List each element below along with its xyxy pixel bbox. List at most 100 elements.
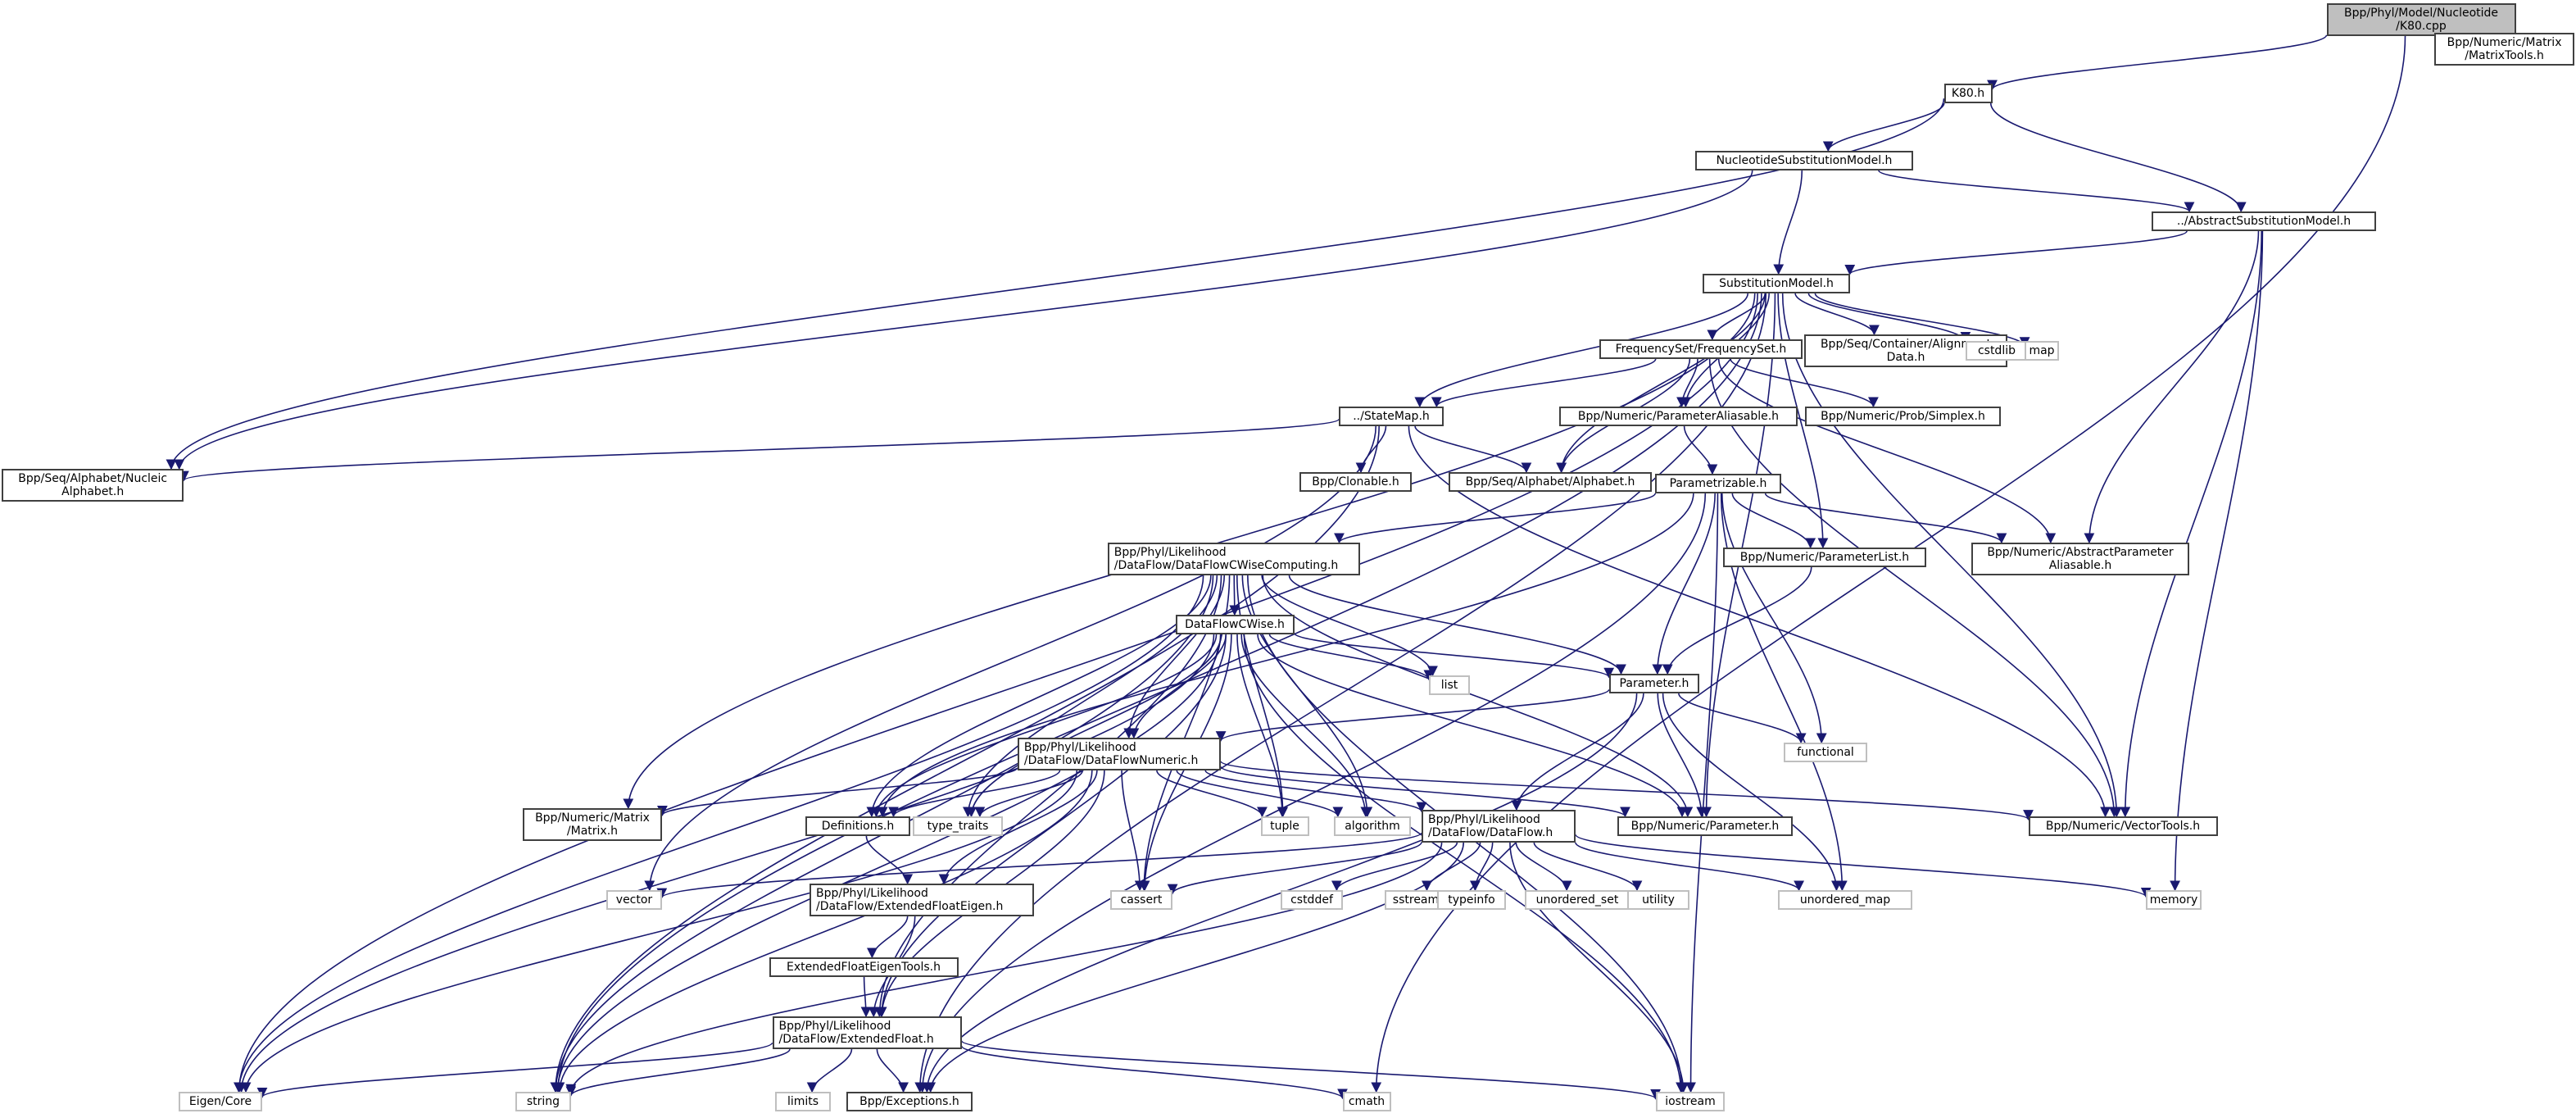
edge-dfnumeric-to-dataflow — [1204, 770, 1427, 813]
edge-dfnumeric-to-definitions — [888, 770, 1061, 818]
edge-dfnumeric-to-vectortools — [1220, 761, 2034, 820]
edge-subst-to-aligndata — [1794, 293, 1880, 336]
node-dataflow[interactable]: Bpp/Phyl/Likelihood /DataFlow/DataFlow.h — [1422, 810, 1576, 843]
edge-parameter-to-dataflow — [1511, 693, 1644, 811]
edge-k80-to-abssubst — [1989, 102, 2247, 213]
edge-abssubst-to-subst — [1844, 230, 2188, 275]
node-efeigentools[interactable]: ExtendedFloatEigenTools.h — [769, 957, 959, 977]
edge-parametrizable-to-iostream — [1685, 493, 1719, 1093]
node-label: Bpp/Clonable.h — [1312, 475, 1399, 489]
edge-dfcwc-to-dfcwise — [1229, 575, 1240, 616]
edge-dfnumeric-to-matrix — [657, 766, 1018, 816]
node-label: Bpp/Phyl/Likelihood /DataFlow/DataFlowNu… — [1023, 741, 1199, 767]
edge-extfloat-to-iostream — [960, 1039, 1661, 1100]
node-absparamalias[interactable]: Bpp/Numeric/AbstractParameter Aliasable.… — [1971, 543, 2189, 575]
edge-extfloat-to-string — [565, 1048, 791, 1098]
node-limits: limits — [775, 1092, 831, 1111]
node-freqset[interactable]: FrequencySet/FrequencySet.h — [1599, 339, 1803, 359]
node-typetraits: type_traits — [912, 816, 1004, 836]
node-root[interactable]: Bpp/Phyl/Model/Nucleotide /K80.cpp — [2326, 3, 2516, 36]
edge-dataflow-to-unordered_map — [1575, 842, 1804, 892]
node-alphabet[interactable]: Bpp/Seq/Alphabet/Alphabet.h — [1448, 472, 1653, 492]
node-label: Bpp/Phyl/Likelihood /DataFlow/DataFlow.h — [1428, 813, 1553, 839]
node-label: ExtendedFloatEigenTools.h — [787, 961, 941, 974]
node-label: utility — [1642, 893, 1675, 907]
node-label: list — [1440, 679, 1458, 692]
edge-dfcwise-to-numparameter — [1257, 634, 1688, 818]
edge-subst-to-freqset — [1707, 293, 1766, 341]
node-clonable[interactable]: Bpp/Clonable.h — [1299, 472, 1412, 492]
node-label: ../AbstractSubstitutionModel.h — [2176, 215, 2352, 228]
node-numparameter[interactable]: Bpp/Numeric/Parameter.h — [1617, 816, 1793, 836]
node-parameter[interactable]: Parameter.h — [1608, 674, 1700, 693]
node-label: Bpp/Numeric/Matrix /MatrixTools.h — [2447, 36, 2562, 62]
node-matrix[interactable]: Bpp/Numeric/Matrix /Matrix.h — [522, 808, 663, 841]
node-label: Bpp/Numeric/ParameterAliasable.h — [1577, 410, 1780, 423]
edge-dfcwise-to-parameter — [1293, 632, 1614, 679]
node-paramlist[interactable]: Bpp/Numeric/ParameterList.h — [1722, 548, 1927, 567]
edge-dfnumeric-to-efeigen — [938, 770, 1098, 885]
node-label: Bpp/Numeric/AbstractParameter Aliasable.… — [1987, 546, 2174, 572]
edge-subst-to-eigencore — [234, 293, 1758, 1093]
edge-parametrizable-to-absparamalias — [1764, 493, 2007, 544]
node-label: ../StateMap.h — [1353, 410, 1430, 423]
edge-dfcwise-to-list — [1268, 634, 1435, 681]
node-unordered-set: unordered_set — [1525, 890, 1630, 910]
node-label: type_traits — [927, 820, 989, 833]
edge-parameter-to-unordered_map — [1662, 693, 1842, 892]
node-dfnumeric[interactable]: Bpp/Phyl/Likelihood /DataFlow/DataFlowNu… — [1017, 738, 1222, 770]
edge-dataflow-to-unordered_set — [1515, 842, 1572, 892]
edge-statemap-to-alphabet — [1414, 425, 1532, 474]
edge-dataflow-to-sstream — [1422, 842, 1481, 892]
edge-dfcwc-to-numparameter — [1262, 575, 1694, 818]
node-vectortools[interactable]: Bpp/Numeric/VectorTools.h — [2028, 816, 2218, 836]
edge-dfcwise-to-definitions — [871, 634, 1218, 818]
node-functional: functional — [1784, 743, 1867, 762]
node-label: sstream — [1392, 893, 1440, 907]
node-nucalpha[interactable]: Bpp/Seq/Alphabet/Nucleic Alphabet.h — [2, 469, 184, 502]
node-subst[interactable]: SubstitutionModel.h — [1703, 274, 1850, 293]
node-k80[interactable]: K80.h — [1943, 84, 1993, 103]
edge-extfloat-to-exceptions — [876, 1048, 909, 1093]
node-exceptions[interactable]: Bpp/Exceptions.h — [846, 1092, 973, 1111]
edge-dataflow-to-exceptions — [925, 842, 1464, 1093]
edge-freqset-to-vectortools — [1708, 358, 2120, 818]
edge-subst-to-map — [1814, 293, 2030, 348]
node-label: Parameter.h — [1619, 677, 1689, 690]
node-label: Bpp/Numeric/ParameterList.h — [1739, 551, 1910, 564]
node-paramalias[interactable]: Bpp/Numeric/ParameterAliasable.h — [1558, 407, 1798, 426]
node-label: FrequencySet/FrequencySet.h — [1615, 343, 1787, 356]
edge-freqset-to-absparamalias — [1717, 358, 2057, 544]
node-abssubst[interactable]: ../AbstractSubstitutionModel.h — [2152, 211, 2376, 231]
node-tuple: tuple — [1260, 816, 1309, 836]
edge-freqset-to-paramalias — [1676, 358, 1698, 408]
node-parametrizable[interactable]: Parametrizable.h — [1655, 474, 1781, 493]
node-cassert: cassert — [1109, 890, 1173, 910]
node-dfcwc[interactable]: Bpp/Phyl/Likelihood /DataFlow/DataFlowCW… — [1107, 543, 1361, 575]
edge-dataflow-to-vector — [656, 832, 1422, 899]
edge-abssubst-to-absparamalias — [2084, 230, 2260, 544]
edge-paramlist-to-parameter — [1662, 566, 1812, 675]
node-simplex[interactable]: Bpp/Numeric/Prob/Simplex.h — [1804, 407, 2002, 426]
edge-efeigen-to-efeigentools — [867, 916, 909, 959]
edge-nucsubst-to-nucalpha — [174, 170, 1753, 470]
node-nucsubst[interactable]: NucleotideSubstitutionModel.h — [1695, 151, 1913, 170]
node-label: Bpp/Numeric/Prob/Simplex.h — [1821, 410, 1985, 423]
edge-dfcwc-to-typetraits — [963, 575, 1218, 818]
node-dfcwise[interactable]: DataFlowCWise.h — [1175, 615, 1295, 634]
node-extfloat[interactable]: Bpp/Phyl/Likelihood /DataFlow/ExtendedFl… — [772, 1016, 962, 1049]
node-efeigen[interactable]: Bpp/Phyl/Likelihood /DataFlow/ExtendedFl… — [810, 884, 1034, 916]
node-unordered-map: unordered_map — [1778, 890, 1912, 910]
node-matrixtools[interactable]: Bpp/Numeric/Matrix /MatrixTools.h — [2434, 33, 2574, 66]
node-label: Bpp/Phyl/Likelihood /DataFlow/ExtendedFl… — [816, 887, 1004, 913]
node-statemap[interactable]: ../StateMap.h — [1339, 407, 1444, 426]
node-definitions[interactable]: Definitions.h — [805, 816, 910, 836]
edge-dfcwc-to-list — [1261, 575, 1438, 677]
edge-paramalias-to-parametrizable — [1683, 425, 1718, 475]
node-cmath: cmath — [1342, 1092, 1391, 1111]
edge-dfnumeric-to-algorithm — [1176, 770, 1344, 818]
edge-dataflow-to-cassert — [1167, 841, 1422, 895]
node-label: limits — [787, 1095, 819, 1108]
edge-extfloat-to-limits — [806, 1048, 853, 1093]
edge-extfloat-to-eigencore — [256, 1042, 773, 1098]
